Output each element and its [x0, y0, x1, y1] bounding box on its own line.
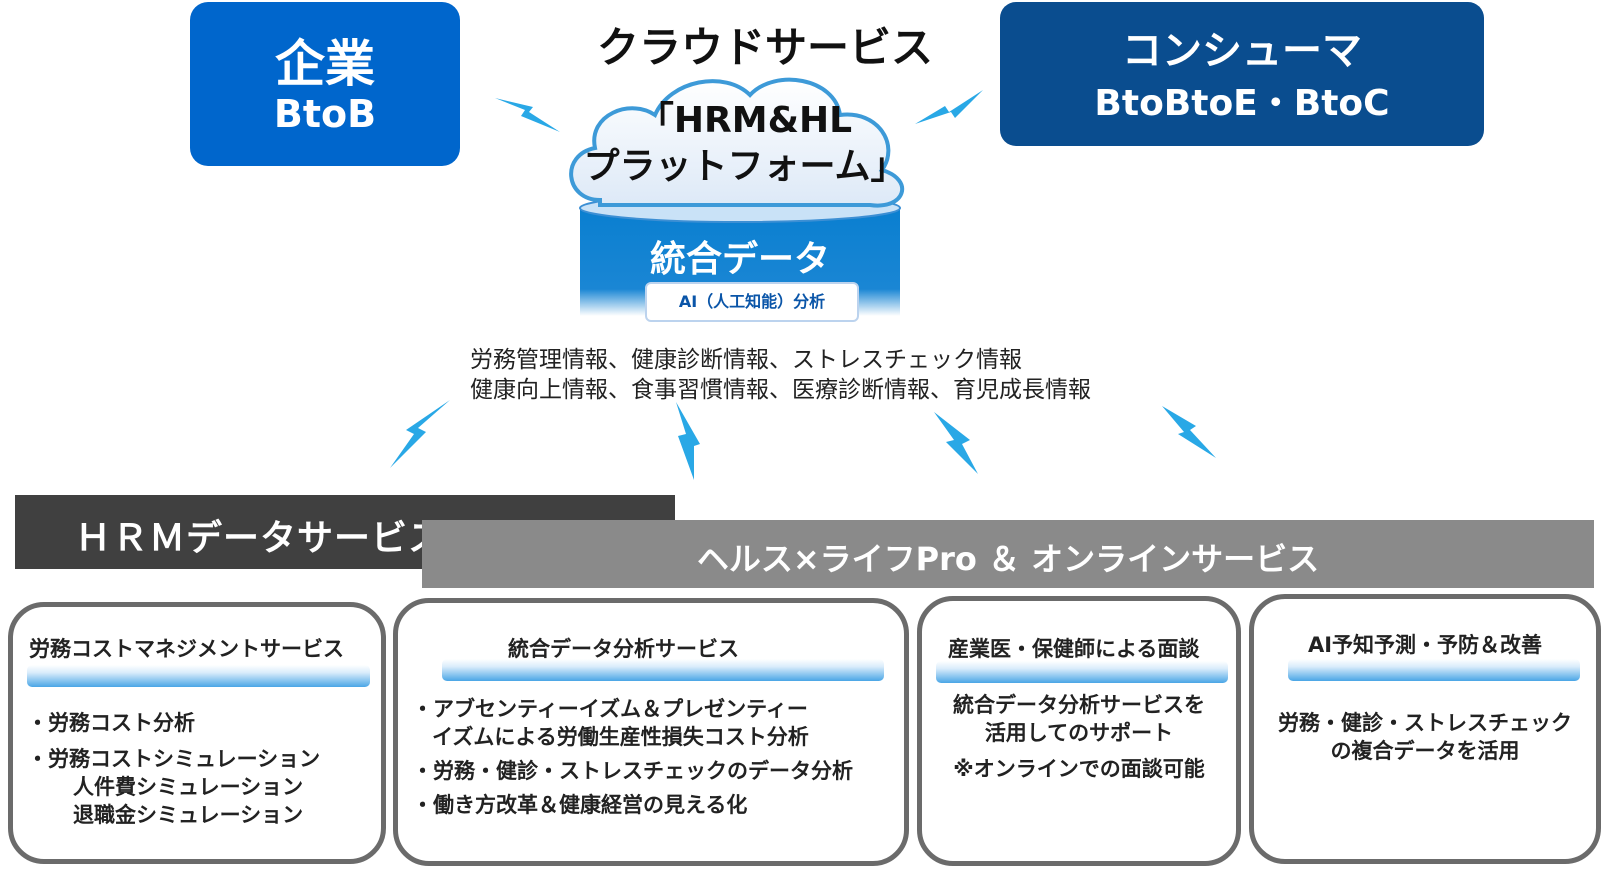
card-title-strip: [936, 661, 1228, 683]
lightning-bolt-icon: [915, 90, 983, 124]
labor-cost-card: 労務コストマネジメントサービス ・労務コスト分析 ・労務コストシミュレーション …: [8, 602, 386, 864]
card-title: 産業医・保健師による面談: [948, 637, 1200, 661]
card-line: ・労務コスト分析: [27, 711, 195, 735]
consumer-subtitle: BtoBtoE・BtoC: [1094, 83, 1390, 124]
card-line: ・労務・健診・ストレスチェックのデータ分析: [412, 759, 853, 783]
card-title: 統合データ分析サービス: [508, 637, 739, 661]
card-line: ・労務コストシミュレーション: [27, 747, 321, 771]
info-line-2: 健康向上情報、食事習慣情報、医療診断情報、育児成長情報: [470, 377, 1091, 403]
card-title-strip: [27, 665, 370, 687]
lightning-bolt-icon: [390, 400, 450, 468]
enterprise-subtitle: BtoB: [273, 92, 377, 136]
card-line: イズムによる労働生産性損失コスト分析: [432, 725, 809, 749]
card-title-strip: [442, 659, 884, 681]
card-line: ・アブセンティーイズム＆プレゼンティー: [412, 697, 808, 721]
ai-prediction-card: AI予知予測・予防＆改善 労務・健診・ストレスチェック の複合データを活用: [1249, 594, 1601, 864]
occupational-physician-card: 産業医・保健師による面談 統合データ分析サービスを 活用してのサポート ※オンラ…: [917, 596, 1241, 866]
card-line: 活用してのサポート: [984, 721, 1174, 745]
lightning-bolt-icon: [934, 412, 978, 474]
card-line: 労務・健診・ストレスチェック: [1278, 711, 1572, 735]
card-title: AI予知予測・予防＆改善: [1307, 633, 1543, 657]
platform-label: 「HRM&HL プラットフォーム」: [575, 98, 915, 190]
enterprise-title: 企業: [275, 35, 375, 93]
integrated-data-analysis-card: 統合データ分析サービス ・アブセンティーイズム＆プレゼンティー イズムによる労働…: [393, 598, 909, 866]
card-line: 退職金シミュレーション: [73, 803, 304, 827]
info-line-1: 労務管理情報、健康診断情報、ストレスチェック情報: [470, 347, 1022, 373]
health-life-service-label: ヘルス×ライフPro ＆ オンラインサービス: [696, 540, 1320, 578]
card-line: 人件費シミュレーション: [73, 775, 304, 799]
consumer-title: コンシューマ: [1122, 28, 1362, 74]
lightning-bolt-icon: [495, 98, 560, 132]
cloud-icon: [569, 77, 905, 316]
ai-analysis-label: AI（人工知能）分析: [645, 282, 859, 322]
consumer-box: コンシューマ BtoBtoE・BtoC: [1000, 2, 1484, 146]
enterprise-box: 企業 BtoB: [190, 2, 460, 166]
lightning-bolt-icon: [676, 402, 700, 480]
platform-line-1: 「HRM&HL: [637, 100, 853, 141]
lightning-bolt-icon: [1162, 406, 1216, 458]
card-title: 労務コストマネジメントサービス: [29, 637, 344, 661]
cloud-service-title: クラウドサービス: [596, 23, 933, 72]
hrm-data-service-label: ＨＲＭデータサービス: [75, 518, 446, 559]
card-line: 統合データ分析サービスを: [953, 693, 1205, 717]
health-life-service-bar: ヘルス×ライフPro ＆ オンラインサービス: [422, 520, 1594, 588]
card-line: ※オンラインでの面談可能: [953, 757, 1205, 781]
platform-line-2: プラットフォーム」: [583, 146, 907, 187]
card-line: の複合データを活用: [1330, 739, 1520, 763]
database-label: 統合データ: [649, 239, 830, 280]
card-title-strip: [1288, 659, 1580, 681]
card-line: ・働き方改革＆健康経営の見える化: [412, 793, 748, 817]
